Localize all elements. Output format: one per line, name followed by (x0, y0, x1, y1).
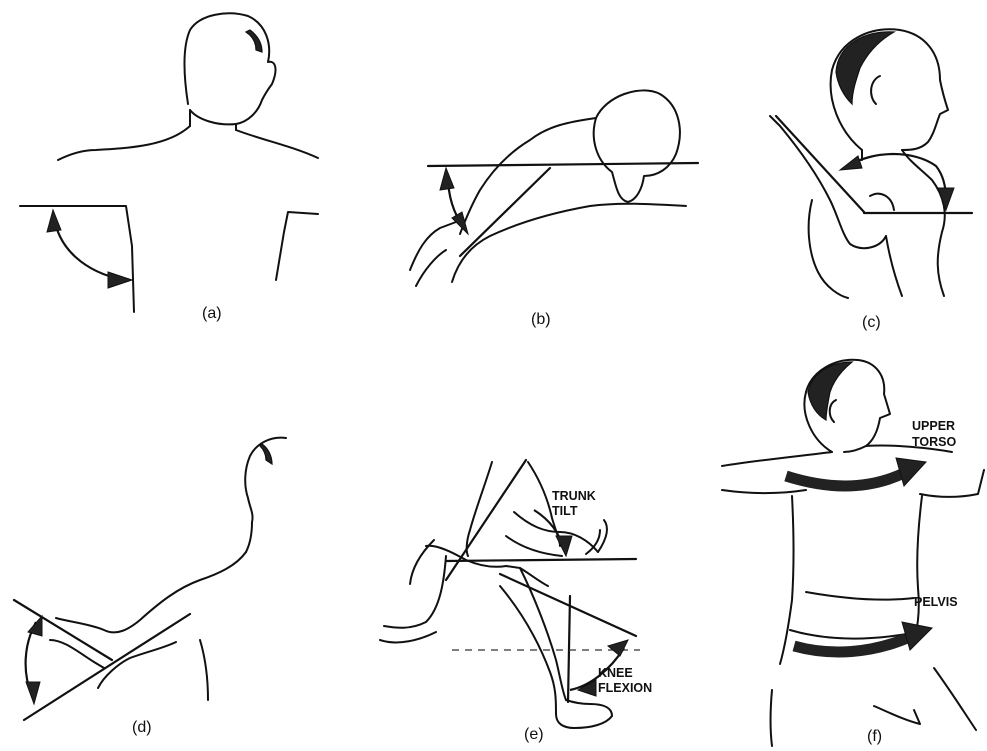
panel-b-back (460, 118, 596, 234)
panel-d: (d) (14, 438, 286, 736)
panel-b-caption: (b) (531, 311, 551, 328)
panel-e-shin-line (568, 596, 570, 702)
panel-a-arrowhead-top (47, 210, 61, 232)
panel-c-arrowhead-down (938, 188, 954, 210)
panel-d-hair (260, 444, 272, 464)
panel-e-foot (556, 700, 612, 728)
panel-f-upper-label: UPPER (912, 419, 955, 433)
panel-d-caption: (d) (132, 719, 152, 736)
panel-c-arrowhead-left (840, 156, 862, 170)
panel-d-back (56, 552, 246, 632)
panel-a-right-arm-outline (276, 212, 318, 280)
panel-e-caption: (e) (524, 726, 544, 743)
panel-f-upper-torso-rotation-band (786, 472, 906, 486)
panel-b-head (594, 90, 680, 202)
panel-f-torso-label: TORSO (912, 435, 956, 449)
panel-e-rear-leg (380, 540, 446, 642)
panel-d-arrowhead-top (28, 616, 42, 636)
panel-c-body (809, 200, 902, 298)
panel-e-knee-arrowhead-upper (608, 640, 628, 656)
panel-b-arrowhead-top (440, 168, 454, 190)
panel-e-flexion-label: FLEXION (598, 681, 652, 695)
panel-c-hair (836, 32, 894, 104)
panel-e-trunk-label: TRUNK (552, 489, 596, 503)
panel-a-caption: (a) (202, 305, 222, 322)
panel-c: (c) (770, 29, 972, 331)
panel-e-trunk-tilt-arrowhead (556, 536, 572, 556)
panel-f-caption: (f) (867, 728, 882, 745)
panel-b-torso-line (460, 168, 550, 256)
panel-e-knee-label: KNEE (598, 666, 633, 680)
panel-f-pelvis-label: PELVIS (914, 595, 958, 609)
panel-f-ear (830, 400, 836, 422)
panel-b: (b) (410, 90, 698, 328)
panel-f-waist (790, 592, 918, 639)
panel-e-thigh-line (500, 574, 636, 636)
panel-b-arm (410, 222, 456, 286)
panel-a: (a) (20, 13, 318, 322)
panel-c-neck-shoulder (862, 150, 945, 296)
panel-a-shoulders (58, 126, 318, 160)
panel-a-neck (190, 110, 236, 130)
panel-e: TRUNK TILT KNEE FLEXION (e) (380, 460, 652, 743)
panel-e-knee-arrowhead-lower (578, 680, 596, 696)
panel-a-head (185, 13, 276, 124)
panel-f-upper-torso-arrowhead (896, 458, 926, 486)
panel-d-trunk-line (24, 614, 190, 720)
panel-c-ear (871, 76, 880, 104)
panel-d-arrowhead-bottom (26, 682, 40, 704)
panel-c-deltoid (870, 194, 894, 210)
panel-e-tilt-label: TILT (552, 504, 578, 518)
panel-a-angle-arc (54, 216, 124, 280)
panel-a-hair (246, 30, 262, 52)
panel-d-upper-arm-line (14, 600, 112, 660)
panel-e-trunk-horizontal (446, 559, 636, 561)
panel-b-torso-lower (452, 204, 686, 282)
panel-a-arrowhead-right (108, 272, 132, 288)
panel-d-shoulder (50, 640, 104, 668)
panel-b-horizontal-reference (428, 163, 698, 166)
panel-c-angle-arc (848, 154, 946, 200)
panel-f: UPPER TORSO PELVIS (f) (722, 360, 984, 746)
panel-c-caption: (c) (862, 314, 881, 331)
panel-c-arm (770, 116, 886, 248)
panel-d-arm (98, 640, 208, 700)
panel-f-pelvis-arrowhead (902, 622, 932, 650)
panel-f-foot (874, 706, 920, 724)
